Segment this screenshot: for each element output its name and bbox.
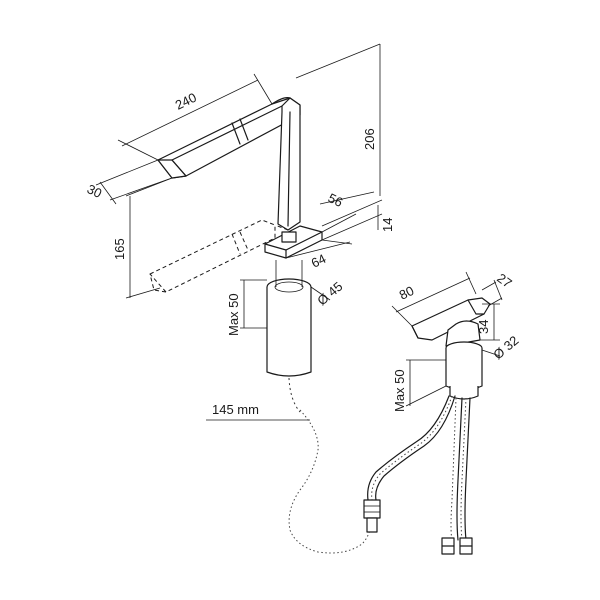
spout-column xyxy=(271,97,301,231)
dim-pullout-drop: 165 xyxy=(112,238,127,260)
lever-handle xyxy=(411,297,491,341)
main-faucet xyxy=(149,97,323,413)
base-plate xyxy=(264,225,323,259)
spout-arm xyxy=(157,97,301,179)
dim-lever-height: 34 xyxy=(476,320,491,334)
dim-max-deck-main: Max 50 xyxy=(226,293,241,336)
dim-spout-height: 206 xyxy=(362,128,377,150)
dimension-labels-main: 240 30 206 165 56 14 64 Ø 45 Max 50 145 … xyxy=(85,90,395,417)
dim-base-thickness: 14 xyxy=(380,218,395,232)
lever-valve xyxy=(363,297,491,555)
dim-max-deck-lever: Max 50 xyxy=(392,369,407,412)
hose-fittings xyxy=(363,499,473,555)
dimension-lines-lever xyxy=(391,271,503,407)
dim-base-depth: 56 xyxy=(326,190,346,210)
dim-body-diameter: Ø 45 xyxy=(314,279,345,309)
dim-spout-width: 30 xyxy=(85,181,105,201)
pullout-spout-dashed xyxy=(149,219,289,293)
dimension-lines-main xyxy=(95,43,383,421)
dim-hose-length: 145 mm xyxy=(212,402,259,417)
braided-hoses xyxy=(367,395,471,541)
dim-base-width: 64 xyxy=(309,251,329,271)
dim-lever-length: 80 xyxy=(397,283,417,303)
lever-body xyxy=(445,320,483,400)
dim-lever-width: 27 xyxy=(494,270,515,291)
dim-spout-length: 240 xyxy=(173,90,199,113)
dim-lever-diameter: Ø 32 xyxy=(490,333,521,363)
pullout-hose xyxy=(288,409,373,554)
body-cylinder xyxy=(266,260,312,413)
